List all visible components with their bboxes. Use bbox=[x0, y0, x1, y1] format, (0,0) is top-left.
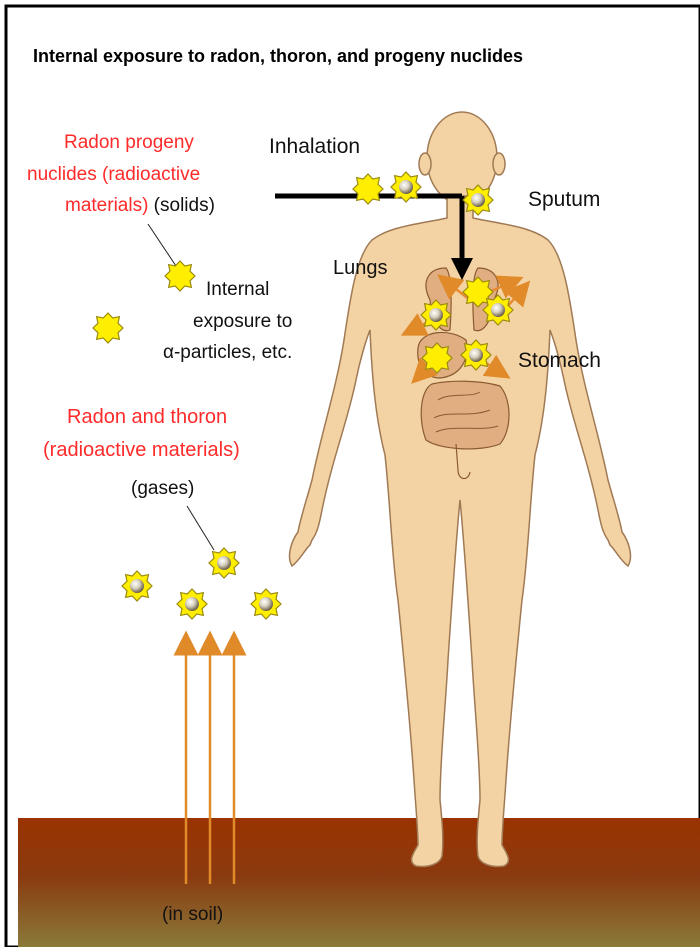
soil-layer bbox=[18, 818, 700, 947]
stomach-label: Stomach bbox=[518, 348, 601, 374]
soil-label: (in soil) bbox=[162, 903, 223, 926]
radioactive-particle-icon bbox=[391, 172, 421, 202]
particle-star-icon bbox=[353, 174, 383, 204]
radon-label-line1: Radon and thoron bbox=[67, 405, 227, 429]
radioactive-particle-icon bbox=[251, 589, 281, 619]
particle-star-icon bbox=[422, 343, 452, 373]
radioactive-particle-icon bbox=[177, 589, 207, 619]
sputum-label: Sputum bbox=[528, 187, 600, 213]
radon-label-line2: (radioactive materials) bbox=[43, 438, 240, 462]
radioactive-particle-icon bbox=[421, 300, 451, 330]
radioactive-particle-icon bbox=[483, 295, 513, 325]
progeny-label-line1: Radon progeny bbox=[64, 131, 194, 154]
progeny-solids-text: (solids) bbox=[148, 195, 215, 216]
internal-label-line1: Internal bbox=[206, 278, 269, 301]
radioactive-particle-icon bbox=[209, 548, 239, 578]
particle-star-icon bbox=[165, 261, 195, 291]
internal-label-line2: exposure to bbox=[193, 310, 292, 333]
diagram-title: Internal exposure to radon, thoron, and … bbox=[33, 46, 523, 68]
radioactive-particle-icon bbox=[122, 571, 152, 601]
particle-star-icon bbox=[93, 313, 123, 343]
radioactive-particle-icon bbox=[463, 185, 493, 215]
lungs-label: Lungs bbox=[333, 256, 388, 280]
internal-label-line3: α-particles, etc. bbox=[163, 341, 292, 364]
progeny-materials-text: materials) bbox=[65, 195, 148, 216]
progeny-label-line3: materials) (solids) bbox=[65, 194, 215, 217]
progeny-label-line2: nuclides (radioactive bbox=[27, 163, 200, 186]
inhalation-label: Inhalation bbox=[269, 134, 360, 160]
radioactive-particle-icon bbox=[461, 340, 491, 370]
gases-label: (gases) bbox=[131, 477, 194, 500]
